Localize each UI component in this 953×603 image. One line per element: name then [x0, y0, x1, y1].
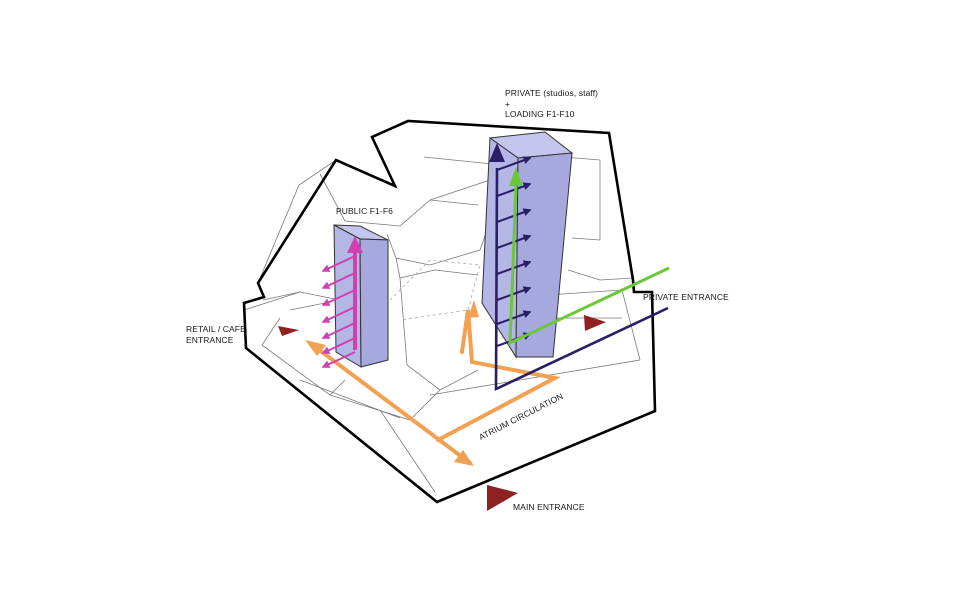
building-outline: [242, 119, 657, 504]
public-vertical-arrow: [347, 236, 363, 350]
retail-cafe-entrance-marker: [278, 326, 299, 336]
private-entrance-path: [508, 184, 670, 346]
main-entrance-marker: [487, 485, 518, 511]
atrium-arrowhead-left: [305, 340, 326, 356]
public-floor-arrows: [321, 255, 356, 368]
private-circulation-path: [494, 167, 669, 392]
ground-floor-dashed-outline: [389, 259, 481, 321]
atrium-arrowhead-bottom: [454, 450, 474, 466]
private-vertical-arrowhead: [489, 143, 505, 162]
main-entrance-label: MAIN ENTRANCE: [513, 502, 585, 512]
private-entrance-arrowhead: [509, 167, 523, 186]
private-core-label: PRIVATE (studios, staff) + LOADING F1-F1…: [505, 88, 599, 120]
public-core-label: PUBLIC F1-F6: [336, 206, 393, 216]
atrium-circulation-path: [308, 309, 561, 465]
private-entrance-label: PRIVATE ENTRANCE: [643, 292, 729, 302]
retail-cafe-entrance-label: RETAIL / CAFE ENTRANCE: [186, 324, 246, 345]
atrium-arrowhead-up: [468, 300, 479, 318]
private-entrance-marker: [584, 315, 606, 331]
